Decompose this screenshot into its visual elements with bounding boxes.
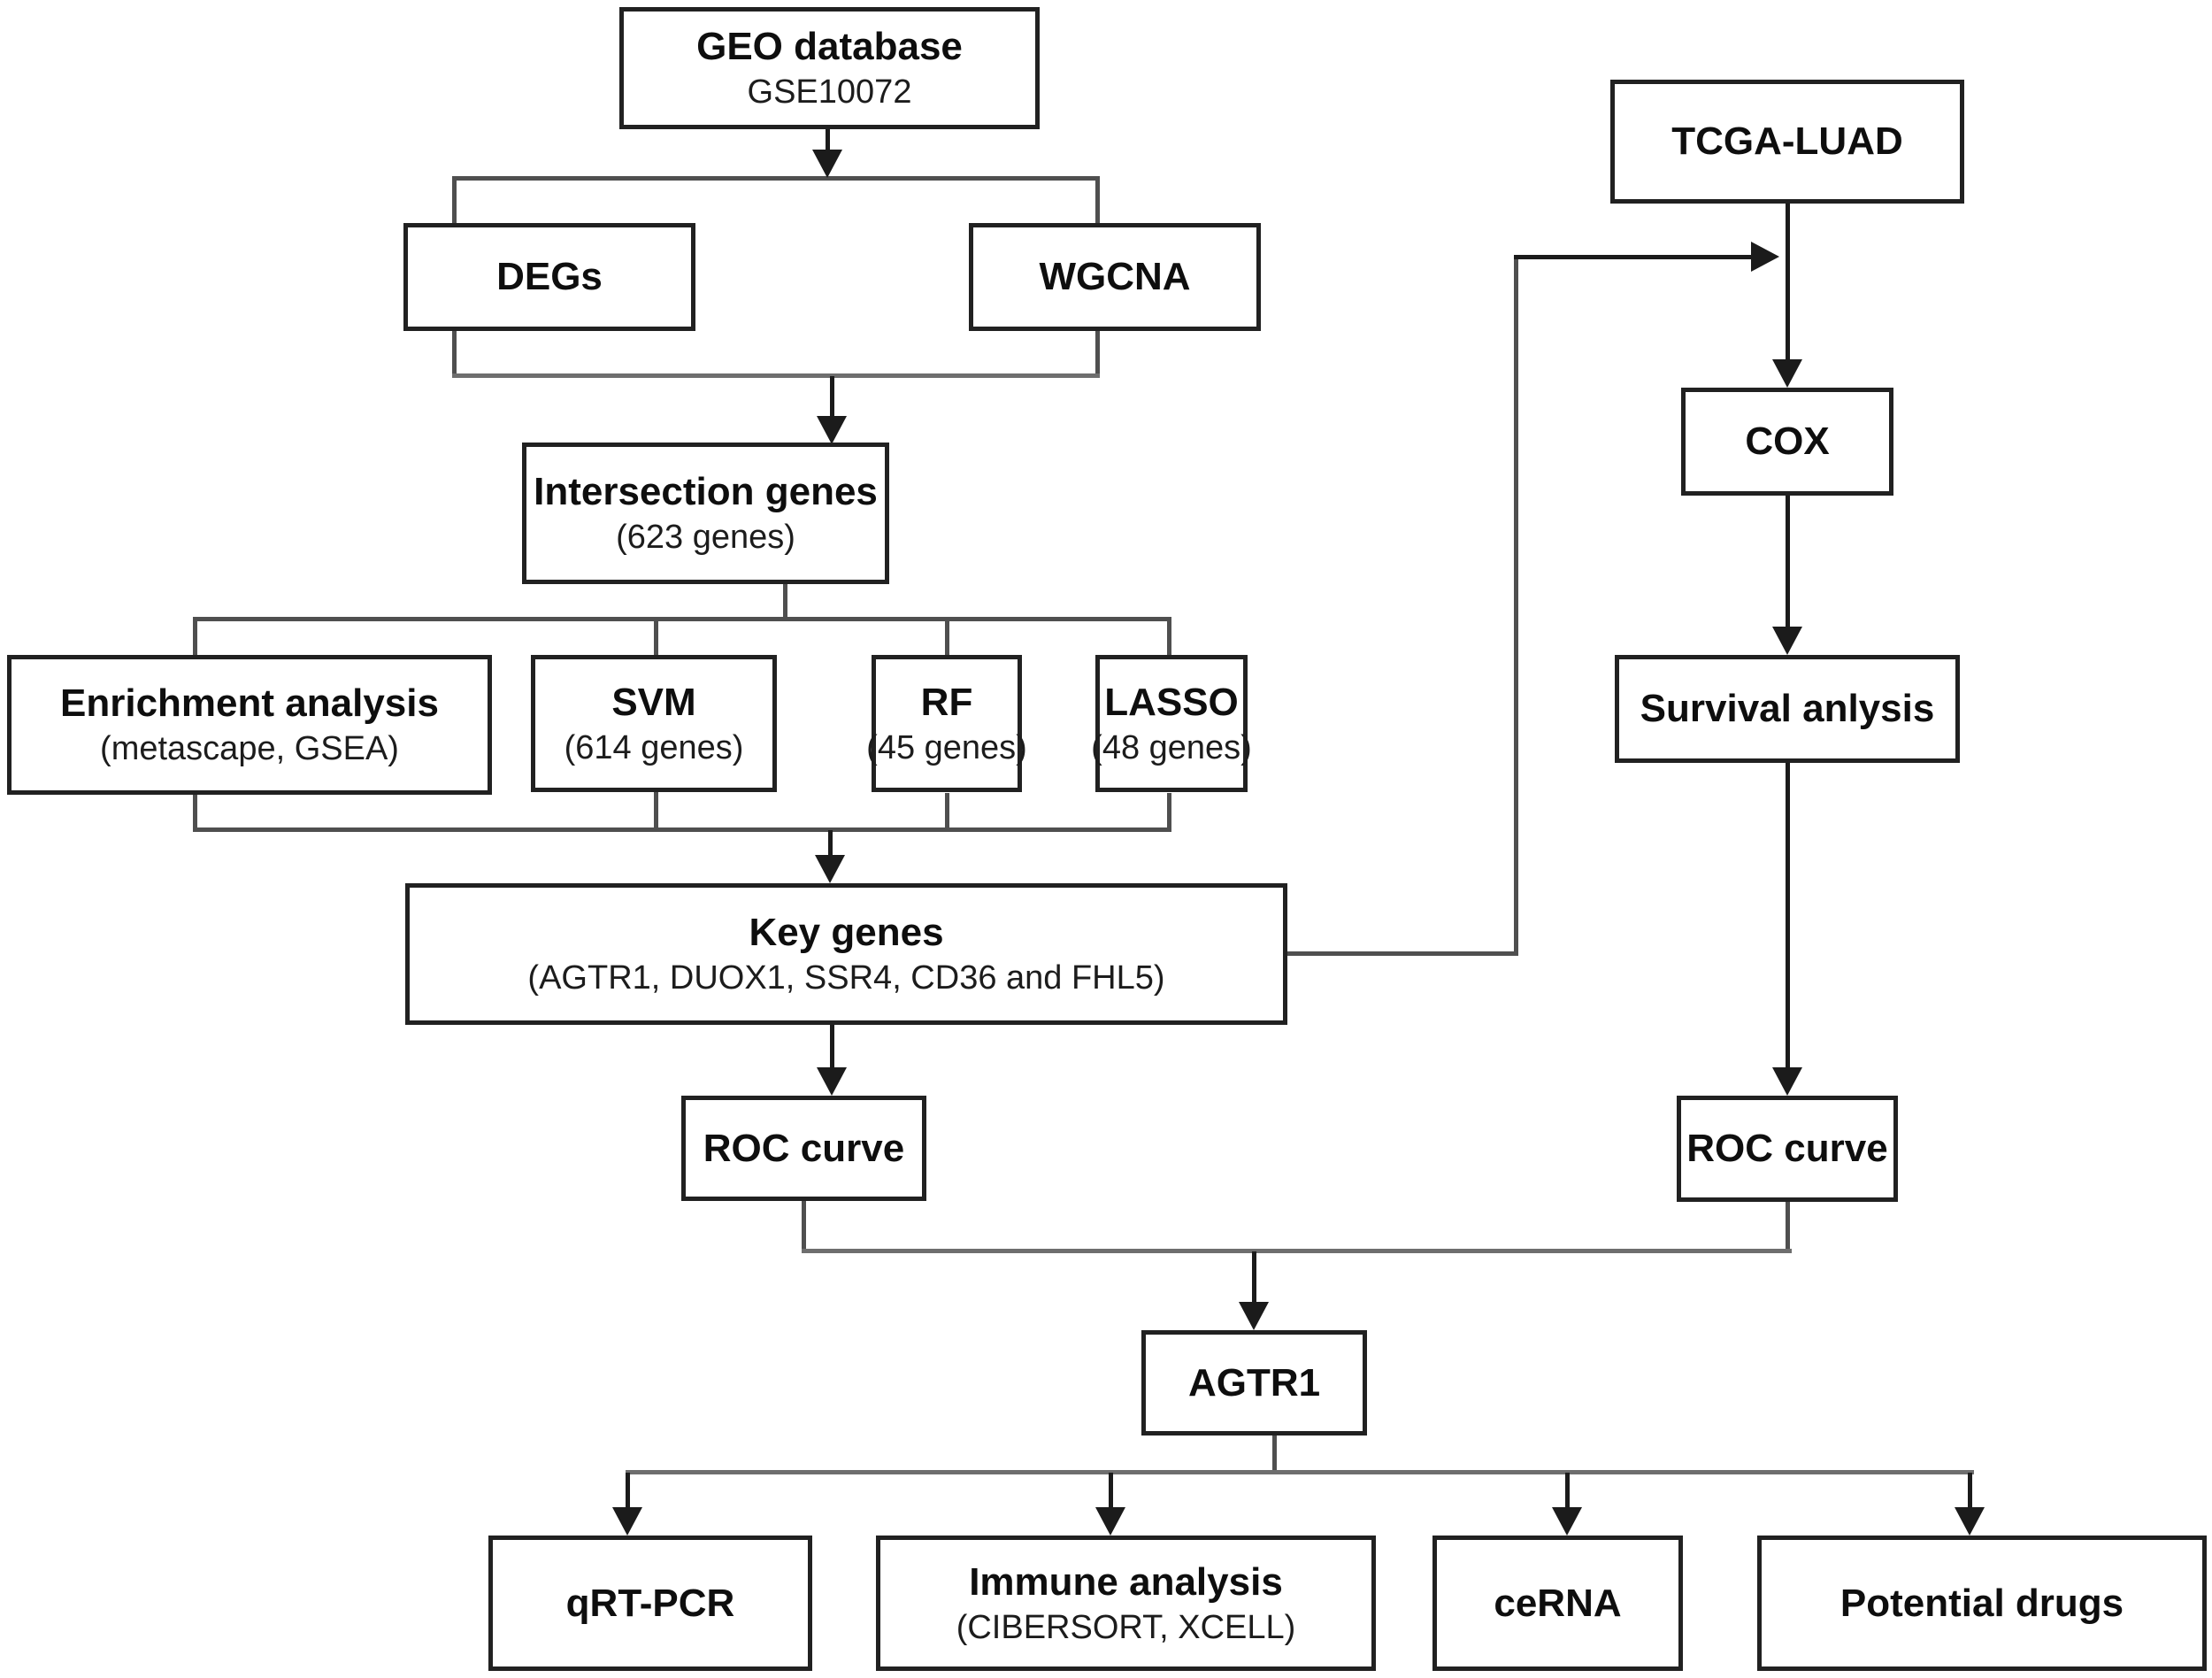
node-drugs-title: Potential drugs bbox=[1839, 1581, 2124, 1625]
connector-geo-down bbox=[826, 129, 830, 154]
arrowhead-qrtpcr bbox=[612, 1507, 642, 1536]
connector-feedback-up bbox=[1514, 257, 1518, 956]
node-immune-title: Immune analysis bbox=[969, 1559, 1283, 1604]
node-roc-right-title: ROC curve bbox=[1686, 1127, 1888, 1170]
connector-bracket-to-svm bbox=[654, 617, 658, 657]
node-cerna: ceRNA bbox=[1432, 1536, 1683, 1671]
connector-split-to-degs bbox=[452, 176, 457, 225]
node-degs-title: DEGs bbox=[496, 255, 603, 298]
connector-enrichment-down bbox=[193, 793, 197, 829]
connector-cox-down bbox=[1786, 496, 1790, 628]
node-cox: COX bbox=[1681, 388, 1893, 496]
connector-agtr1-down bbox=[1272, 1436, 1277, 1474]
arrowhead-key-genes bbox=[815, 855, 845, 883]
connector-rf-down bbox=[945, 793, 949, 829]
connector-distribution-bar bbox=[626, 1470, 1974, 1474]
connector-bracket-to-keygenes bbox=[828, 830, 833, 858]
connector-lasso-down bbox=[1167, 793, 1171, 829]
connector-bracket-to-lasso bbox=[1167, 617, 1171, 657]
connector-bracket-top bbox=[193, 617, 1171, 621]
node-key-genes: Key genes (AGTR1, DUOX1, SSR4, CD36 and … bbox=[405, 883, 1287, 1025]
arrowhead-agtr1 bbox=[1239, 1302, 1269, 1330]
node-immune-subtitle: (CIBERSORT, XCELL) bbox=[956, 1608, 1296, 1646]
connector-keygenes-right bbox=[1287, 951, 1517, 956]
node-potential-drugs: Potential drugs bbox=[1757, 1536, 2207, 1671]
node-survival-title: Survival anlysis bbox=[1640, 687, 1935, 730]
node-qrt-pcr: qRT-PCR bbox=[488, 1536, 812, 1671]
node-rf: RF (45 genes) bbox=[866, 655, 1027, 792]
node-immune-analysis: Immune analysis (CIBERSORT, XCELL) bbox=[876, 1536, 1376, 1671]
node-enrichment-title: Enrichment analysis bbox=[60, 681, 439, 725]
node-lasso-subtitle: (48 genes) bbox=[1091, 728, 1252, 766]
arrowhead-cox bbox=[1772, 359, 1802, 388]
connector-roc-left-down bbox=[802, 1201, 806, 1252]
connector-split-to-wgcna bbox=[1095, 176, 1100, 225]
connector-keygenes-down bbox=[830, 1025, 834, 1069]
connector-to-immune bbox=[1109, 1473, 1113, 1509]
node-svm: SVM (614 genes) bbox=[531, 655, 777, 792]
connector-tcga-down bbox=[1786, 204, 1790, 361]
node-roc-curve-left: ROC curve bbox=[681, 1096, 926, 1201]
connector-svm-down bbox=[654, 790, 658, 829]
node-cerna-title: ceRNA bbox=[1494, 1581, 1622, 1625]
node-tcga-title: TCGA-LUAD bbox=[1671, 119, 1903, 163]
node-enrichment-subtitle: (metascape, GSEA) bbox=[100, 730, 399, 767]
arrowhead-immune bbox=[1095, 1507, 1125, 1536]
connector-bracket-bottom bbox=[193, 827, 1171, 832]
arrowhead-roc-left bbox=[817, 1067, 847, 1096]
connector-to-cerna bbox=[1565, 1473, 1570, 1509]
connector-degs-down bbox=[452, 331, 457, 377]
node-agtr1-title: AGTR1 bbox=[1187, 1360, 1321, 1405]
node-geo-title: GEO database bbox=[696, 25, 963, 68]
node-key-genes-title: Key genes bbox=[749, 911, 944, 954]
node-svm-title: SVM bbox=[611, 680, 696, 724]
connector-to-qrtpcr bbox=[626, 1473, 630, 1509]
node-roc-left-title: ROC curve bbox=[703, 1126, 905, 1170]
node-survival-analysis: Survival anlysis bbox=[1615, 655, 1960, 763]
node-agtr1: AGTR1 bbox=[1141, 1330, 1367, 1436]
connector-wgcna-down bbox=[1095, 331, 1100, 377]
node-cox-title: COX bbox=[1745, 420, 1830, 463]
arrowhead-intersection bbox=[817, 416, 847, 444]
connector-bracket-to-enrichment bbox=[193, 617, 197, 657]
node-qrtpcr-title: qRT-PCR bbox=[565, 1581, 735, 1625]
node-intersection-subtitle: (623 genes) bbox=[616, 519, 795, 556]
node-svm-subtitle: (614 genes) bbox=[564, 728, 744, 766]
arrowhead-feedback bbox=[1751, 242, 1779, 272]
arrowhead-survival bbox=[1772, 627, 1802, 655]
connector-merge-to-agtr1 bbox=[1252, 1251, 1256, 1304]
node-key-genes-subtitle: (AGTR1, DUOX1, SSR4, CD36 and FHL5) bbox=[527, 959, 1165, 997]
node-geo-database: GEO database GSE10072 bbox=[619, 7, 1040, 129]
arrowhead-geo-split bbox=[812, 150, 842, 178]
node-intersection-genes: Intersection genes (623 genes) bbox=[522, 443, 889, 584]
connector-intersection-down bbox=[783, 582, 787, 619]
connector-roc-right-down bbox=[1786, 1202, 1790, 1252]
arrowhead-cerna bbox=[1552, 1507, 1582, 1536]
node-lasso: LASSO (48 genes) bbox=[1091, 655, 1252, 792]
connector-to-drugs bbox=[1968, 1473, 1972, 1509]
connector-split-bar bbox=[452, 176, 1100, 181]
node-degs: DEGs bbox=[403, 223, 695, 331]
connector-survival-down bbox=[1786, 763, 1790, 1069]
node-intersection-title: Intersection genes bbox=[534, 470, 878, 513]
connector-merge-down bbox=[830, 376, 834, 419]
node-wgcna-title: WGCNA bbox=[1039, 255, 1191, 298]
connector-merge-bar-top bbox=[452, 373, 1100, 378]
node-enrichment-analysis: Enrichment analysis (metascape, GSEA) bbox=[7, 655, 492, 795]
arrowhead-drugs bbox=[1955, 1507, 1985, 1536]
arrowhead-roc-right bbox=[1772, 1067, 1802, 1096]
node-roc-curve-right: ROC curve bbox=[1677, 1096, 1898, 1202]
connector-bracket-to-rf bbox=[945, 617, 949, 657]
node-geo-subtitle: GSE10072 bbox=[747, 73, 912, 111]
node-rf-subtitle: (45 genes) bbox=[866, 728, 1027, 766]
node-lasso-title: LASSO bbox=[1104, 680, 1239, 724]
node-tcga-luad: TCGA-LUAD bbox=[1610, 80, 1964, 204]
node-wgcna: WGCNA bbox=[969, 223, 1261, 331]
connector-feedback-right bbox=[1514, 255, 1753, 259]
node-rf-title: RF bbox=[920, 680, 973, 724]
connector-roc-merge-bar bbox=[802, 1249, 1792, 1253]
